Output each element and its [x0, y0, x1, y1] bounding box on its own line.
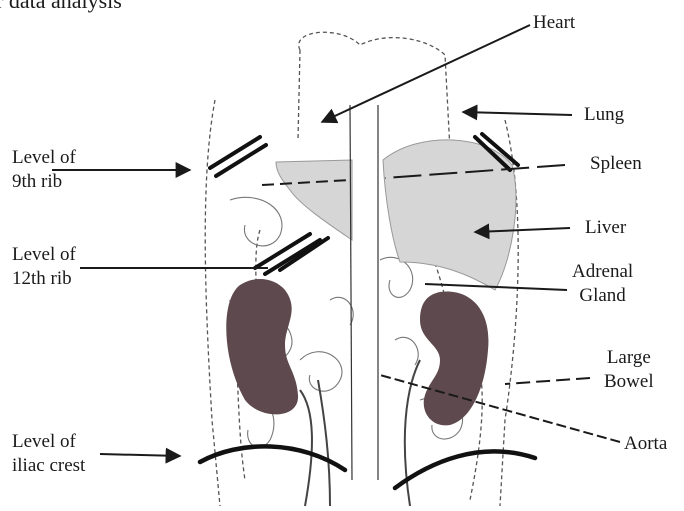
label-iliac-line2: iliac crest — [12, 454, 85, 478]
midline — [350, 105, 378, 480]
label-iliac-line1: Level of — [12, 430, 85, 454]
label-heart: Heart — [533, 11, 575, 35]
header-fragment: r data analysis — [0, 0, 122, 13]
label-large-bowel-line2: Bowel — [604, 370, 654, 394]
label-adrenal-gland: Adrenal Gland — [572, 260, 633, 308]
label-adrenal-line2: Gland — [572, 284, 633, 308]
label-9th-rib-line1: Level of — [12, 146, 76, 170]
label-large-bowel: Large Bowel — [604, 346, 654, 394]
iliac-crest — [200, 446, 535, 488]
label-iliac-crest: Level of iliac crest — [12, 430, 85, 478]
liver-shape — [383, 140, 516, 290]
label-12th-rib-line1: Level of — [12, 243, 76, 267]
label-spleen: Spleen — [590, 152, 642, 176]
spleen-shape — [276, 160, 352, 240]
label-9th-rib-line2: 9th rib — [12, 170, 76, 194]
label-adrenal-line1: Adrenal — [572, 260, 633, 284]
leader-lines — [52, 25, 620, 456]
label-aorta: Aorta — [624, 432, 667, 456]
label-9th-rib: Level of 9th rib — [12, 146, 76, 194]
label-liver: Liver — [585, 216, 626, 240]
label-12th-rib-line2: 12th rib — [12, 267, 76, 291]
right-kidney — [420, 292, 488, 426]
label-12th-rib: Level of 12th rib — [12, 243, 76, 291]
label-large-bowel-line1: Large — [604, 346, 654, 370]
left-kidney — [226, 279, 298, 414]
label-lung: Lung — [584, 103, 624, 127]
